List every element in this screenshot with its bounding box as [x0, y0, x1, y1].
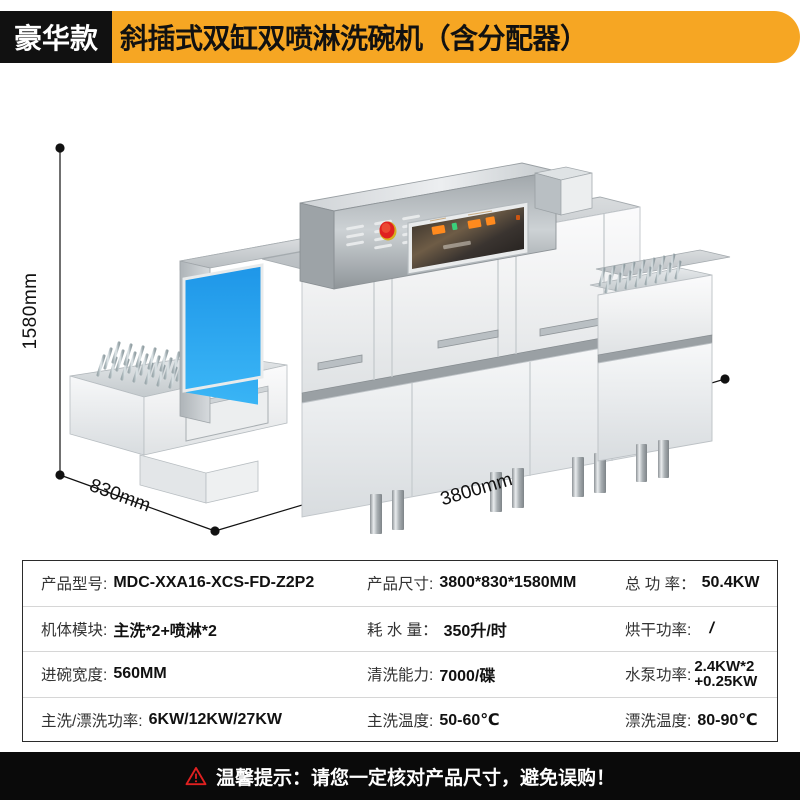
spec-value: 7000/碟: [439, 668, 496, 686]
spec-cell-capacity: 清洗能力: 7000/碟: [353, 652, 615, 697]
spec-label: 主洗/漂洗功率:: [41, 713, 143, 731]
table-row: 主洗/漂洗功率: 6KW/12KW/27KW 主洗温度: 50-60℃ 漂洗温度…: [23, 698, 777, 744]
cabinet-legs: [370, 453, 606, 534]
spec-label: 产品尺寸:: [367, 576, 434, 594]
spec-cell-rinse-temp: 漂洗温度: 80-90℃: [615, 698, 777, 744]
exhaust-chimney: [534, 166, 593, 216]
footer-warning-text: 温馨提示：请您一定核对产品尺寸，避免误购！: [215, 767, 615, 789]
specification-table: 产品型号: MDC-XXA16-XCS-FD-Z2P2 产品尺寸: 3800*8…: [22, 560, 778, 742]
spec-value: 50.4KW: [701, 574, 760, 592]
spec-value: 80-90℃: [697, 712, 758, 730]
spec-cell-water-usage: 耗 水 量： 350升/时: [353, 607, 615, 652]
spec-cell-dry-power: 烘干功率: /: [615, 607, 777, 652]
warning-triangle-icon: [185, 767, 207, 786]
spec-label: 主洗温度:: [367, 713, 434, 731]
table-row: 机体模块: 主洗*2+喷淋*2 耗 水 量： 350升/时 烘干功率: /: [23, 607, 777, 652]
spec-value: 2.4KW*2 +0.25KW: [694, 657, 758, 691]
spec-cell-wash-rinse-power: 主洗/漂洗功率: 6KW/12KW/27KW: [23, 698, 353, 744]
table-row: 产品型号: MDC-XXA16-XCS-FD-Z2P2 产品尺寸: 3800*8…: [23, 561, 777, 607]
spec-label: 进碗宽度:: [41, 667, 108, 685]
control-display: [412, 207, 524, 269]
header-orange-bar: 斜插式双缸双喷淋洗碗机（含分配器）: [106, 11, 800, 63]
table-row: 进碗宽度: 560MM 清洗能力: 7000/碟 水泵功率: 2.4KW*2 +…: [23, 652, 777, 698]
emergency-stop-button: [379, 221, 397, 241]
footer-warning-bar: 温馨提示：请您一定核对产品尺寸，避免误购！: [0, 752, 800, 800]
spec-value: 3800*830*1580MM: [439, 574, 577, 592]
spec-label: 总 功 率：: [625, 576, 696, 594]
spec-value: 350升/时: [443, 622, 507, 640]
control-housing: [299, 162, 557, 290]
spec-value: 560MM: [113, 665, 167, 683]
door-handles: [317, 316, 607, 371]
led-readouts: [431, 215, 520, 235]
spec-value: 主洗*2+喷淋*2: [113, 622, 217, 640]
spec-label: 烘干功率:: [625, 621, 692, 639]
product-illustration: 1580mm 830mm 3800mm: [0, 63, 800, 555]
spec-value: 50-60℃: [439, 712, 500, 730]
dish-pegs-right: [598, 253, 682, 294]
spec-cell-entry-width: 进碗宽度: 560MM: [23, 652, 353, 697]
spec-value: 6KW/12KW/27KW: [148, 711, 282, 729]
product-header-banner: 斜插式双缸双喷淋洗碗机（含分配器） 豪华款: [0, 11, 800, 63]
wash-chamber-left: [179, 238, 331, 424]
spec-label: 耗 水 量：: [367, 621, 438, 639]
spec-label: 机体模块:: [41, 621, 108, 639]
spec-label: 清洗能力:: [367, 667, 434, 685]
spec-value: MDC-XXA16-XCS-FD-Z2P2: [113, 574, 315, 592]
spec-cell-total-power: 总 功 率： 50.4KW: [615, 561, 777, 606]
spec-label: 产品型号:: [41, 576, 108, 594]
spec-label: 水泵功率:: [625, 667, 692, 685]
spec-cell-dimensions: 产品尺寸: 3800*830*1580MM: [353, 561, 615, 606]
header-badge-deluxe: 豪华款: [0, 11, 112, 63]
dimension-endpoints: [55, 143, 730, 536]
spec-cell-pump-power: 水泵功率: 2.4KW*2 +0.25KW: [615, 652, 777, 697]
outfeed-conveyor: [589, 249, 731, 482]
spec-cell-model: 产品型号: MDC-XXA16-XCS-FD-Z2P2: [23, 561, 353, 606]
header-title: 斜插式双缸双喷淋洗碗机（含分配器）: [120, 23, 588, 54]
spec-cell-modules: 机体模块: 主洗*2+喷淋*2: [23, 607, 353, 652]
spec-cell-wash-temp: 主洗温度: 50-60℃: [353, 698, 615, 744]
spec-label: 漂洗温度:: [625, 713, 692, 731]
dimension-height-label: 1580mm: [20, 273, 41, 350]
spec-value: /: [709, 619, 714, 637]
